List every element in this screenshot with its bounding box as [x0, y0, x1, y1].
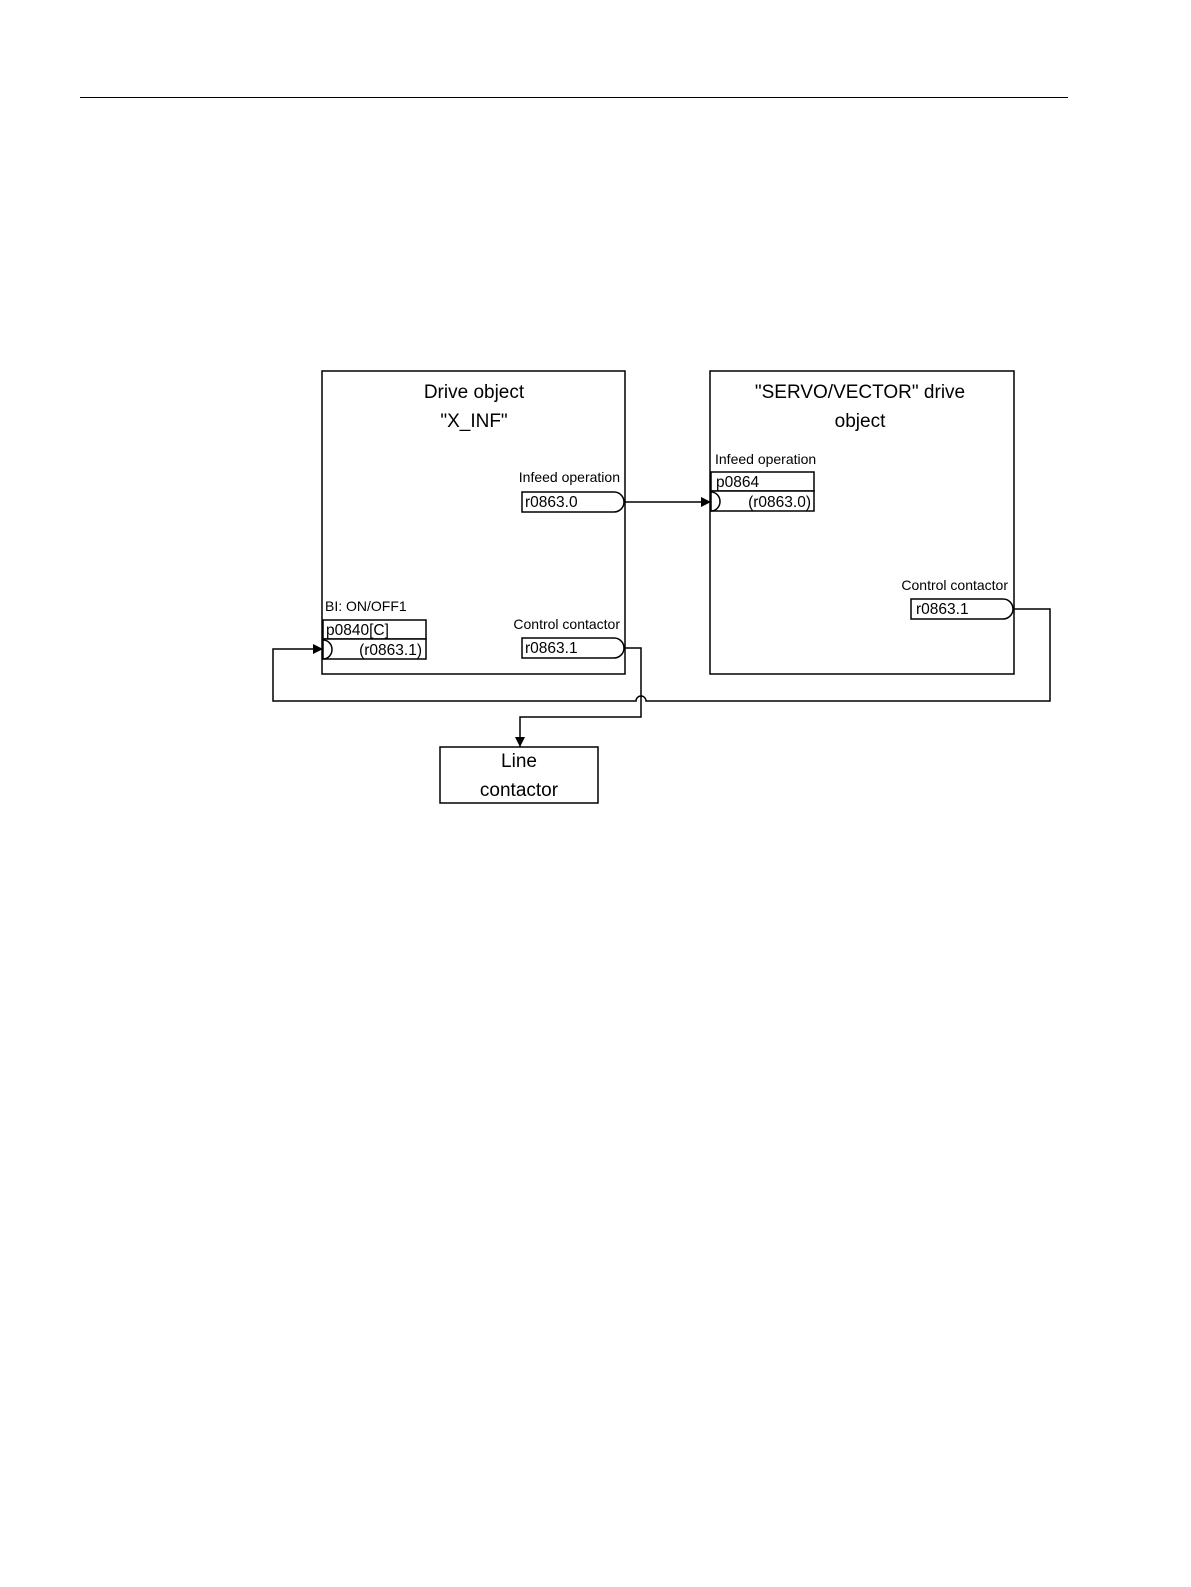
servo-infeed-value: (r0863.0)	[748, 494, 811, 511]
servo-title-line1: "SERVO/VECTOR" drive	[755, 382, 965, 403]
line-contactor-line1: Line	[501, 751, 537, 772]
drive-object-servo-vector: "SERVO/VECTOR" drive object Infeed opera…	[710, 371, 1014, 674]
drive-object-x-inf: Drive object "X_INF" Infeed operation r0…	[322, 371, 625, 674]
x-inf-bi-label: BI: ON/OFF1	[325, 598, 407, 614]
x-inf-bi-param: p0840[C]	[326, 622, 389, 639]
x-inf-contactor-signal: r0863.1	[525, 640, 578, 657]
x-inf-infeed-signal: r0863.0	[525, 494, 578, 511]
line-contactor-line2: contactor	[480, 780, 559, 801]
x-inf-to-line-contactor-wire	[520, 648, 641, 747]
servo-contactor-signal: r0863.1	[916, 601, 969, 618]
line-contactor: Line contactor	[440, 747, 598, 803]
servo-title-line2: object	[835, 411, 886, 432]
x-inf-title-line1: Drive object	[424, 382, 525, 403]
servo-contactor-label: Control contactor	[901, 577, 1008, 593]
servo-infeed-label: Infeed operation	[715, 451, 816, 467]
x-inf-title-line2: "X_INF"	[440, 411, 507, 432]
x-inf-contactor-label: Control contactor	[513, 616, 620, 632]
servo-infeed-param: p0864	[716, 474, 759, 491]
x-inf-bi-value: (r0863.1)	[359, 642, 422, 659]
x-inf-infeed-label: Infeed operation	[519, 469, 620, 485]
